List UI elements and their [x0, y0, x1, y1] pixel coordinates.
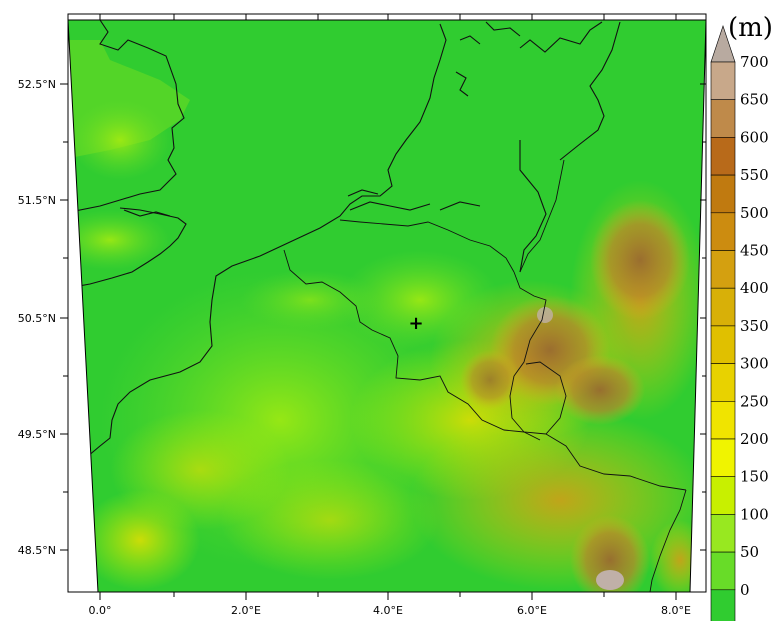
- colorbar-box: [710, 438, 736, 478]
- colorbar-level-label: 150: [740, 468, 769, 486]
- bottom-ticks: [99, 592, 677, 600]
- left-ticks: [60, 83, 68, 551]
- colorbar-level-label: 300: [740, 355, 769, 373]
- lat-label: 49.5°N: [18, 428, 56, 441]
- colorbar-level-label: 100: [740, 505, 769, 523]
- colorbar-level-label: 50: [740, 543, 759, 561]
- colorbar-box: [710, 250, 736, 289]
- colorbar-box: [710, 61, 736, 101]
- colorbar-legend: (m) 700650600550500450400350300250200150…: [710, 13, 773, 621]
- colorbar-level-label: 700: [740, 53, 769, 71]
- location-marker: +: [408, 313, 423, 334]
- colorbar-box: [710, 212, 736, 251]
- colorbar-labels: 7006506005505004504003503002502001501005…: [740, 53, 769, 599]
- colorbar-box: [710, 99, 736, 138]
- colorbar-level-label: 550: [740, 166, 769, 184]
- colorbar-box: [710, 137, 736, 176]
- lat-label: 52.5°N: [18, 78, 56, 91]
- lat-label: 50.5°N: [18, 312, 56, 325]
- coastlines: [68, 20, 621, 457]
- lon-label: 0.0°: [89, 604, 112, 617]
- colorbar-box: [710, 514, 736, 553]
- colorbar-level-label: 450: [740, 242, 769, 260]
- colorbar-box: [710, 476, 736, 515]
- lon-label: 2.0°E: [231, 604, 261, 617]
- colorbar-box: [710, 287, 736, 327]
- colorbar-level-label: 500: [740, 204, 769, 222]
- latitude-labels: 52.5°N 51.5°N 50.5°N 49.5°N 48.5°N: [18, 78, 56, 557]
- colorbar-box: [710, 400, 736, 440]
- colorbar-box: [710, 363, 736, 402]
- colorbar-level-label: 650: [740, 91, 769, 109]
- top-ticks: [99, 14, 677, 20]
- colorbar-unit-label: (m): [728, 13, 773, 43]
- map-frame: [67, 13, 707, 593]
- national-borders: [283, 159, 687, 592]
- right-ticks: [700, 83, 706, 551]
- lat-label: 51.5°N: [18, 194, 56, 207]
- colorbar-box: [710, 174, 736, 214]
- lon-label: 6.0°E: [517, 604, 547, 617]
- colorbar-level-label: 200: [740, 430, 769, 448]
- colorbar-box: [710, 551, 736, 591]
- colorbar-level-label: 0: [740, 581, 750, 599]
- terrain-field: [68, 20, 706, 592]
- lon-label: 4.0°E: [373, 604, 403, 617]
- colorbar-level-label: 400: [740, 279, 769, 297]
- colorbar-level-label: 600: [740, 128, 769, 146]
- colorbar-box: [710, 325, 736, 364]
- lat-label: 48.5°N: [18, 544, 56, 557]
- colorbar-box: [710, 589, 736, 621]
- lon-label: 8.0°E: [661, 604, 691, 617]
- colorbar-level-label: 350: [740, 317, 769, 335]
- longitude-labels: 0.0° 2.0°E 4.0°E 6.0°E 8.0°E: [89, 604, 692, 617]
- colorbar-boxes: [710, 61, 736, 621]
- colorbar-level-label: 250: [740, 392, 769, 410]
